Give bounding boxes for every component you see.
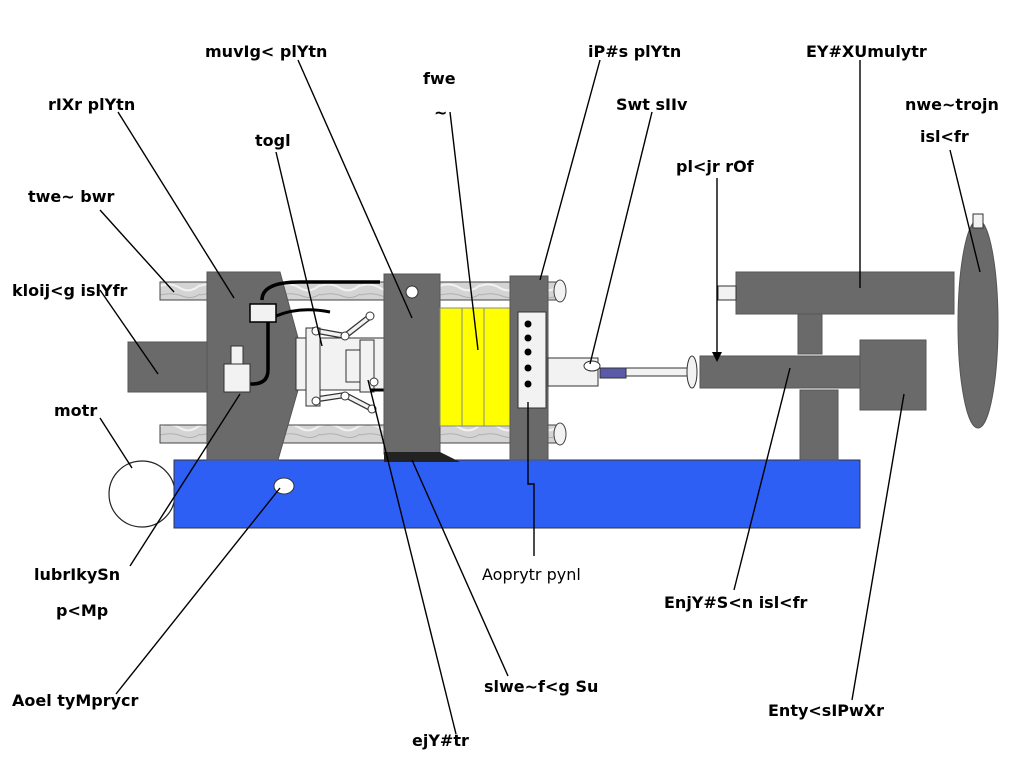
label-lubrication-pump-line2: p<Mp xyxy=(56,601,108,620)
leader-clamping-cylinder xyxy=(99,289,159,375)
leader-sliding-support xyxy=(411,459,509,677)
nozzle-shape xyxy=(599,367,627,379)
lubrication-pump-body xyxy=(223,363,251,393)
shot-sleeve-opening xyxy=(583,360,601,372)
leader-motor xyxy=(99,417,133,469)
motor-circle xyxy=(108,460,176,528)
mould-half-2 xyxy=(461,307,485,427)
toggle-pin xyxy=(365,311,375,321)
label-injection-motor: EY#XUmulytr xyxy=(806,42,927,61)
leader-injection-cylinder xyxy=(733,367,791,591)
rear-platen-shape xyxy=(206,271,299,461)
hydraulic-hose-1 xyxy=(260,280,380,301)
panel-button xyxy=(524,320,532,328)
leader-shot-sleeve xyxy=(589,111,653,365)
toggle-pin xyxy=(311,396,321,406)
leader-plunger-rod-arrowhead xyxy=(712,352,722,362)
machine-base xyxy=(173,459,861,529)
plunger-rod-shape xyxy=(625,367,693,377)
panel-button xyxy=(524,364,532,372)
plunger-head xyxy=(686,355,698,389)
injection-motor-shaft xyxy=(717,285,737,301)
leader-tie-bar xyxy=(99,209,175,293)
label-hopper-line2: isl<fr xyxy=(920,127,969,146)
injection-motor-shape xyxy=(735,271,955,315)
panel-button xyxy=(524,334,532,342)
label-clamping-cylinder: kloij<g islYfr xyxy=(12,281,128,300)
leader-moving-platen xyxy=(297,59,413,319)
leader-hopper xyxy=(949,149,981,273)
label-hopper-line1: nwe~trojn xyxy=(905,95,999,114)
injection-cylinder-shape xyxy=(699,355,863,389)
hydraulic-hose-3 xyxy=(240,318,270,386)
hose-connector xyxy=(249,303,277,323)
toggle-pin xyxy=(340,391,350,401)
leader-ejector xyxy=(367,379,457,735)
label-shot-sleeve: Swt sIIv xyxy=(616,95,688,114)
leader-mould xyxy=(449,111,479,351)
label-oil-reservoir: Aoel tyMprycr xyxy=(12,691,139,710)
leader-lubrication-pump xyxy=(129,393,241,567)
label-moving-platen: muvIg< plYtn xyxy=(205,42,327,61)
mould-half-3 xyxy=(483,307,511,427)
label-lubrication-pump-line1: lubrIkySn xyxy=(34,565,120,584)
label-mould-line2: ~ xyxy=(434,103,447,122)
label-tie-bar: twe~ bwr xyxy=(28,187,114,206)
operator-panel-shape xyxy=(517,311,547,409)
hopper-cylinder-shape xyxy=(957,219,999,429)
cylinder-support-post xyxy=(799,389,839,461)
leader-fixed-platen xyxy=(539,59,601,281)
label-rear-platen: rIXr plYtn xyxy=(48,95,135,114)
sliding-support-shape xyxy=(384,452,460,462)
label-toggle: togl xyxy=(255,131,291,150)
label-ejector: ejY#tr xyxy=(412,731,469,750)
motor-support-post xyxy=(797,313,823,355)
label-mould-line1: fwe xyxy=(423,69,456,88)
toggle-pin xyxy=(340,331,350,341)
leader-toggle xyxy=(275,151,323,347)
leader-operator-panel xyxy=(527,402,535,556)
label-sliding-support: slwe~f<g Su xyxy=(484,677,598,696)
label-accumulator: Enty<sIPwXr xyxy=(768,701,884,720)
tie-bar-end-lower xyxy=(553,422,567,446)
toggle-center-block-2 xyxy=(359,339,375,393)
label-motor: motr xyxy=(54,401,97,420)
leader-oil-reservoir xyxy=(115,487,281,695)
label-fixed-platen: iP#s plYtn xyxy=(588,42,681,61)
toggle-rod-vertical xyxy=(305,327,321,407)
label-plunger-rod: pl<jr rOf xyxy=(676,157,755,176)
leader-rear-platen xyxy=(117,111,235,299)
panel-button xyxy=(524,348,532,356)
hydraulic-hose-2 xyxy=(275,308,331,318)
label-injection-cylinder: EnjY#S<n isl<fr xyxy=(664,593,808,612)
mould-half-1 xyxy=(439,307,463,427)
moving-platen-shape xyxy=(383,273,441,455)
leader-accumulator xyxy=(851,393,905,701)
moving-platen-hole xyxy=(405,285,419,299)
label-operator-panel: Aoprytr pynl xyxy=(482,565,581,584)
panel-button xyxy=(524,380,532,388)
hopper-cap xyxy=(972,213,984,229)
toggle-pin xyxy=(369,377,379,387)
toggle-center-block xyxy=(345,349,361,383)
tie-bar-end-upper xyxy=(553,279,567,303)
lubrication-pump-cap xyxy=(230,345,244,365)
accumulator-shape xyxy=(859,339,927,411)
